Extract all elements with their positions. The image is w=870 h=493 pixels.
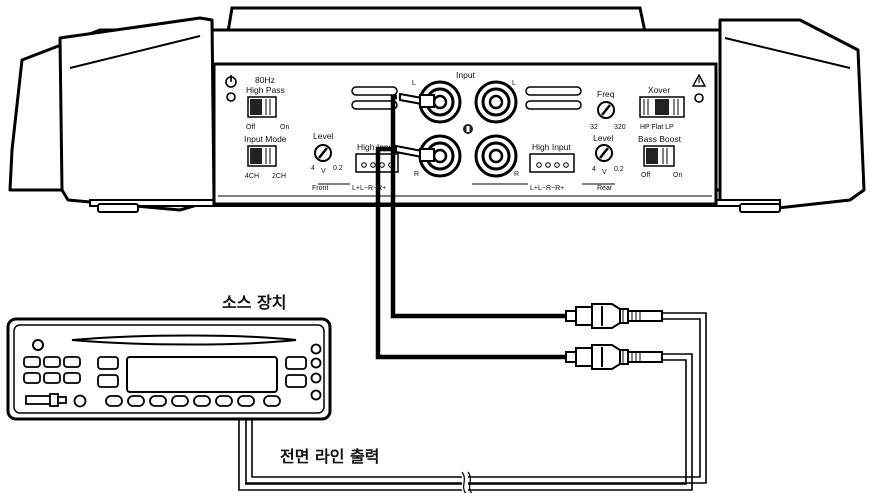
cd-slot [71,334,297,346]
freq-knob[interactable] [597,101,615,119]
rear-section-label: Rear [597,185,613,192]
seek-button[interactable] [285,374,307,388]
xover-label: Xover [648,85,670,95]
preset-button[interactable] [23,372,41,384]
power-knob-icon[interactable] [32,339,44,351]
front-pin-labels: L+L−R−R+ [352,185,386,192]
input-l-label-2: L [512,80,516,87]
xover-switch[interactable] [639,96,685,118]
front-level-label: Level [313,131,333,141]
freq-min: 32 [590,124,598,131]
preset-button[interactable] [237,395,255,407]
amp-left-endcap [58,16,216,212]
amp-right-endcap [718,18,866,212]
freq-max: 320 [614,124,626,131]
input-r-label-1: R [414,171,419,178]
amp-foot-right [739,203,781,213]
front-level-knob[interactable] [314,144,332,162]
side-button[interactable] [310,372,322,384]
power-led-icon [226,92,236,102]
input-indicator-icon [463,124,473,134]
rca-plug-source-bottom [565,344,663,370]
preset-button[interactable] [127,395,145,407]
rear-level-max: 0.2 [614,166,624,173]
rear-level-label: Level [593,133,613,143]
xover-modes: HP Flat LP [640,124,674,131]
source-device-label: 소스 장치 [222,293,286,312]
rear-level-unit: V [602,169,607,176]
power-icon [225,75,237,88]
hpf-freq-label: 80Hz [255,75,275,85]
amp-control-panel [212,62,718,206]
rear-high-input-label: High Input [532,142,571,152]
front-section-label: Front [312,185,328,192]
preset-button[interactable] [43,356,61,368]
input-title: Input [456,70,476,80]
input-l-label-1: L [412,80,416,87]
source-head-unit [6,317,332,421]
preset-button[interactable] [23,356,41,368]
rear-level-knob[interactable] [595,144,613,162]
mode-2ch-label: 2CH [272,173,286,180]
side-button[interactable] [310,389,322,401]
front-level-max: 0.2 [333,165,343,172]
source-output-cable [238,312,707,493]
rear-high-input-connector[interactable] [529,153,575,173]
preset-button[interactable] [263,395,281,407]
bass-boost-on: On [673,172,682,179]
front-line-out-label: 전면 라인 출력 [280,447,379,466]
preset-button[interactable] [43,372,61,384]
rca-plug-front-r [395,144,435,162]
rca-jack-rear-l[interactable] [474,80,518,124]
front-level-unit: V [321,168,326,175]
warning-icon [691,73,707,87]
bass-boost-label: Bass Boost [638,134,682,144]
hpf-label: High Pass [246,85,285,95]
input-mode-switch[interactable] [247,145,277,167]
preset-button[interactable] [63,356,81,368]
amp-foot-left [97,203,139,213]
rear-level-min: 4 [592,166,596,173]
mode-button[interactable] [97,356,119,370]
amplifier: 80Hz High Pass Off On Input Mode 4CH 2CH… [8,6,866,213]
rca-plug-front-l [399,92,435,108]
preset-button[interactable] [215,395,233,407]
front-level-min: 4 [311,165,315,172]
aux-knob-icon[interactable] [73,394,87,408]
seek-button[interactable] [285,356,307,370]
hpf-on-label: On [280,124,289,131]
side-button[interactable] [310,357,322,369]
preset-button[interactable] [171,395,189,407]
bass-boost-off: Off [641,172,650,179]
preset-button[interactable] [149,395,167,407]
rear-pin-labels: L+L−R−R+ [530,185,564,192]
amp-top-heatsink [226,6,647,34]
mode-4ch-label: 4CH [245,173,259,180]
input-mode-label: Input Mode [244,134,287,144]
freq-label: Freq [597,89,615,99]
side-button[interactable] [310,343,322,355]
preset-button[interactable] [63,372,81,384]
rca-plug-source-top [565,303,663,329]
high-pass-switch[interactable] [247,96,277,118]
preset-button[interactable] [105,395,123,407]
protect-led-icon [694,93,704,103]
band-button[interactable] [97,374,119,388]
input-r-label-2: R [514,171,519,178]
preset-button[interactable] [193,395,211,407]
bass-boost-switch[interactable] [643,145,675,167]
rca-jack-rear-r[interactable] [474,134,518,178]
hpf-off-label: Off [246,124,255,131]
volume-slider-icon[interactable] [25,393,67,407]
display-panel [126,356,278,393]
